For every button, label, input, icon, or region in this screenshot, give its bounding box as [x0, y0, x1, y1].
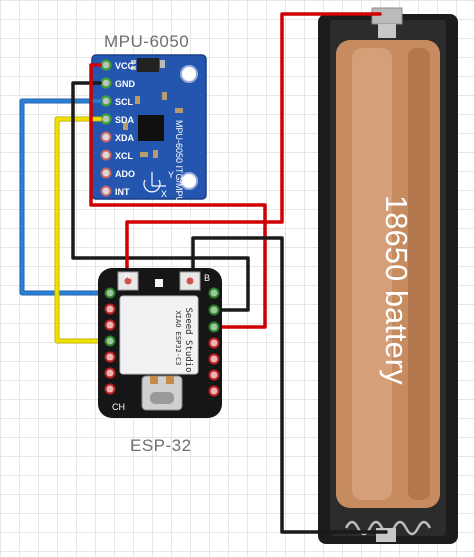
esp-reset-button-cap	[124, 277, 132, 285]
mpu-regulator	[137, 58, 159, 72]
esp-model-label: XIAO ESP32-C3	[174, 311, 182, 366]
esp32-board[interactable]: R B Seeed Studio XIAO ESP32-C3 CH	[98, 268, 222, 418]
mpu-pin-xda-label: XDA	[115, 133, 135, 143]
battery-cell-shadow	[408, 48, 430, 500]
esp-pin-right-3[interactable]	[208, 321, 220, 333]
mpu-pin-int-pad	[100, 185, 112, 197]
mpu-axis-y-label: Y	[168, 170, 174, 180]
mpu-side-text: MPU-6050 ITG/MPU	[174, 120, 184, 203]
mpu-pin-ado-label: ADO	[115, 169, 135, 179]
mpu-regulator-lead	[160, 60, 165, 68]
esp-pin-left-1[interactable]	[104, 287, 116, 299]
mpu-capacitor	[153, 150, 158, 158]
esp-pin-right-7[interactable]	[208, 385, 220, 397]
mpu-axis-graphic	[143, 172, 166, 193]
wire-scl[interactable]	[20, 99, 112, 295]
wire-vcc-mpu[interactable]	[89, 63, 267, 329]
wire-battery-negative[interactable]	[191, 236, 388, 534]
esp-pad	[166, 376, 174, 384]
mpu-pin-xcl-pad	[100, 149, 112, 161]
mpu-mount-hole-bottom	[180, 172, 198, 190]
mpu-pin-xda[interactable]: XDA	[100, 131, 135, 144]
mpu-capacitor	[135, 96, 140, 104]
mpu-pin-int[interactable]: INT	[100, 185, 131, 198]
mpu-pin-xda-pad	[100, 131, 112, 143]
esp-pin-left-6[interactable]	[104, 367, 116, 379]
esp-button-r-label: R	[124, 271, 131, 281]
mpu-pin-ado[interactable]: ADO	[100, 167, 136, 180]
esp-pin-left-4[interactable]	[104, 335, 116, 347]
esp-led	[155, 279, 163, 287]
esp-pin-right-6[interactable]	[208, 369, 220, 381]
mpu-pin-int-label: INT	[115, 187, 130, 197]
mpu-pin-sda[interactable]: SDA	[100, 113, 135, 126]
esp-ch-label: CH	[112, 402, 125, 412]
mpu-chip	[138, 115, 164, 141]
mpu-axis-x-label: X	[161, 189, 167, 199]
battery-cell-highlight	[352, 48, 392, 500]
mpu-pin-scl-label: SCL	[115, 97, 134, 107]
esp-pin-right-5[interactable]	[208, 353, 220, 365]
esp-title: ESP-32	[130, 436, 192, 455]
battery-positive-contact	[378, 24, 396, 38]
mpu-regulator-lead	[131, 60, 136, 64]
esp-button-b-label: B	[204, 273, 210, 283]
mpu-pin-gnd-label: GND	[115, 79, 136, 89]
mpu-capacitor	[140, 152, 148, 157]
esp-shield	[119, 295, 199, 375]
mpu-pin-vcc[interactable]: VCC	[100, 59, 135, 72]
mpu-pin-sda-label: SDA	[115, 115, 135, 125]
mpu-regulator-lead	[131, 66, 136, 70]
esp-pin-left-7[interactable]	[104, 383, 116, 395]
esp-pin-left-3[interactable]	[104, 319, 116, 331]
mpu-capacitor	[123, 122, 128, 130]
mpu-pin-vcc-label: VCC	[115, 61, 135, 71]
mpu-pin-ado-pad	[100, 167, 112, 179]
wires	[19, 12, 388, 534]
esp-usb-c-opening	[150, 392, 174, 404]
mpu-title: MPU-6050	[104, 32, 189, 51]
battery-label: 18650 battery	[379, 195, 414, 385]
battery-holder[interactable]: 18650 battery	[318, 7, 458, 544]
esp-boot-button-cap	[186, 277, 194, 285]
mpu-pin-gnd-pad	[100, 77, 112, 89]
mpu-pin-sda-pad	[100, 113, 112, 125]
mpu-6050-board[interactable]: Y X MPU-6050 ITG/MPU VCC GND SCL SDA	[91, 54, 207, 203]
wire-sda[interactable]	[55, 117, 112, 343]
esp-left-pins	[104, 287, 116, 395]
esp-pin-left-5[interactable]	[104, 351, 116, 363]
esp-right-pins	[208, 287, 220, 397]
esp-pin-left-2[interactable]	[104, 303, 116, 315]
wire-gnd-mpu[interactable]	[71, 81, 250, 312]
mpu-pin-scl-pad	[100, 95, 112, 107]
battery-negative-terminal	[376, 528, 396, 542]
mpu-pin-xcl-label: XCL	[115, 151, 134, 161]
esp-pad	[150, 376, 158, 384]
esp-brand-label: Seeed Studio	[183, 307, 193, 372]
esp-pin-right-4[interactable]	[208, 337, 220, 349]
mpu-pin-scl[interactable]: SCL	[100, 95, 134, 108]
mpu-mount-hole-top	[180, 65, 198, 83]
esp-pin-right-1[interactable]	[208, 287, 220, 299]
mpu-pin-gnd[interactable]: GND	[100, 77, 136, 90]
mpu-pin-xcl[interactable]: XCL	[100, 149, 134, 162]
battery-positive-terminal	[371, 7, 403, 25]
mpu-capacitor	[175, 108, 183, 113]
mpu-pin-vcc-pad	[100, 59, 112, 71]
esp-pin-right-2[interactable]	[208, 304, 220, 316]
wire-battery-positive[interactable]	[125, 12, 382, 274]
mpu-capacitor	[162, 92, 167, 100]
